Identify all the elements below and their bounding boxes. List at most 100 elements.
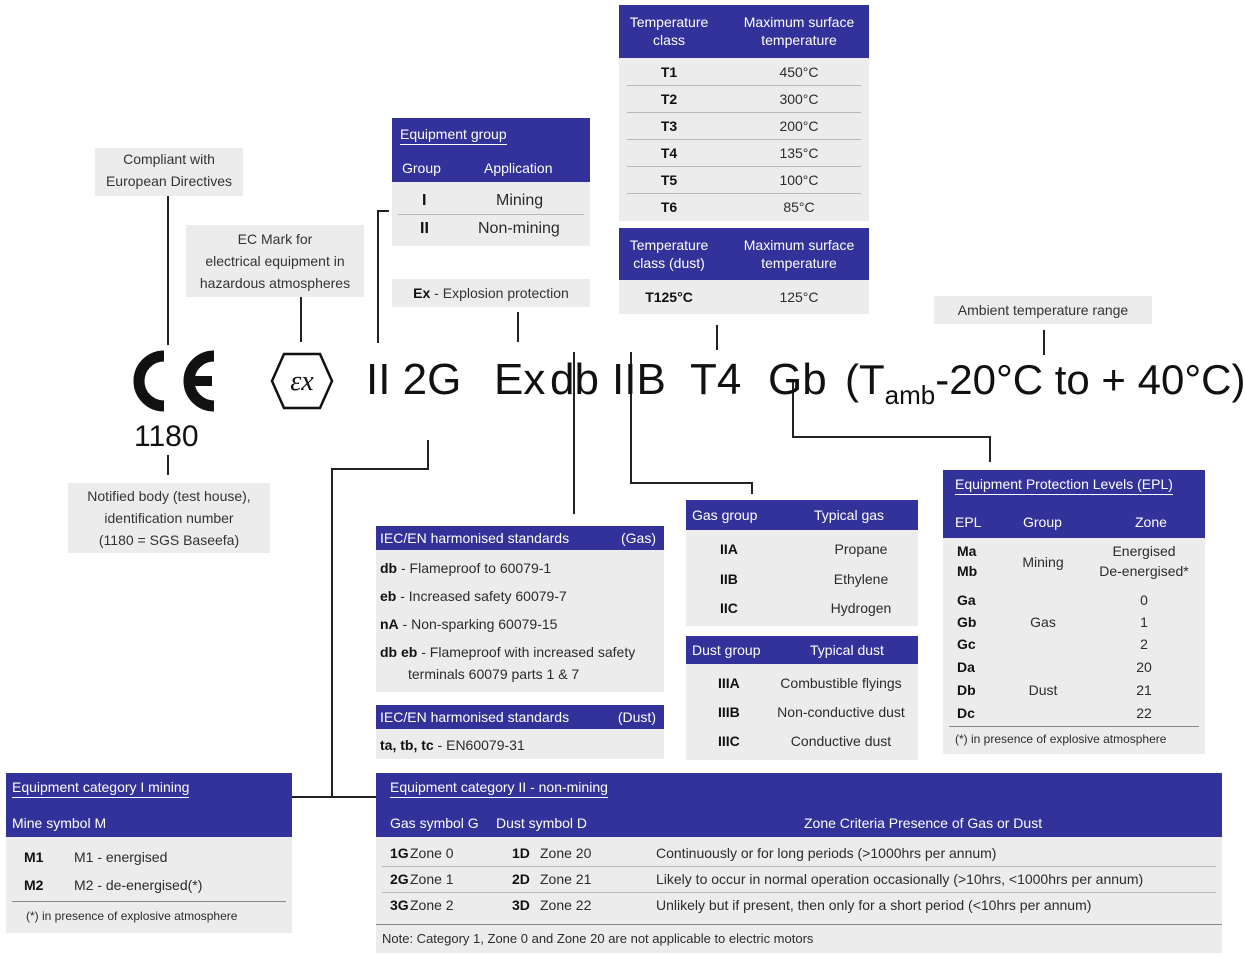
cat2-gas-zone: Zone 0: [410, 845, 454, 861]
connector-gb: [792, 380, 794, 438]
gas-group-col1: Gas group: [692, 507, 758, 523]
cat1-subtitle: Mine symbol M: [12, 815, 107, 831]
typical-gas-cell: Ethylene: [833, 571, 889, 587]
temp-value-cell: 200°C: [779, 118, 819, 134]
group-cell: II: [420, 220, 429, 237]
epl-cell: Dc: [957, 705, 975, 721]
marking-category: II 2G: [366, 355, 462, 404]
iec-gas-row-cont: terminals 60079 parts 1 & 7: [408, 666, 580, 682]
temp-value-cell: 300°C: [779, 91, 819, 107]
iec-gas-tag: (Gas): [621, 530, 656, 546]
iec-dust-table: IEC/EN harmonised standards (Dust) ta, t…: [376, 705, 664, 759]
equipment-group-table: Equipment group Group Application I Mini…: [392, 118, 590, 246]
category-2-table: Equipment category II - non-mining Gas s…: [376, 773, 1222, 953]
marking-epl: Gb: [768, 355, 827, 404]
cat1-symbol: M2: [24, 877, 44, 893]
cat2-col-dust: Dust symbol D: [496, 815, 588, 831]
ambient-label: Ambient temperature range: [934, 296, 1152, 324]
typical-gas-cell: Propane: [834, 541, 888, 557]
epl-zone-cell: Energised: [1112, 543, 1176, 559]
epl-group-cell: Mining: [1022, 554, 1064, 570]
temp-dust-col1: Temperature class (dust): [629, 237, 709, 271]
cat1-title: Equipment category I mining: [12, 779, 190, 798]
dust-group-cell: IIIA: [718, 675, 740, 691]
connector-db: [573, 352, 575, 514]
connector-gb-h: [792, 436, 991, 438]
cat2-gas-symbol: 1G: [390, 845, 409, 861]
temp-class-cell: T5: [660, 172, 678, 188]
iec-gas-title: IEC/EN harmonised standards: [380, 530, 570, 546]
connector-ce-number: [167, 455, 169, 475]
connector-ce: [167, 195, 169, 345]
cat1-symbol: M1: [24, 849, 44, 865]
temperature-class-table: Temperature class Maximum surface temper…: [619, 5, 869, 221]
application-cell: Mining: [496, 192, 544, 209]
iec-gas-row: db - Flameproof to 60079-1: [380, 560, 552, 576]
group-cell: I: [422, 192, 427, 209]
cat2-criteria: Unlikely but if present, then only for a…: [656, 897, 1092, 913]
row-separator: [627, 85, 861, 86]
connector-iib-h: [630, 482, 753, 484]
temperature-dust-table: Temperature class (dust) Maximum surface…: [619, 228, 869, 314]
temp-class-cell: T3: [660, 118, 678, 134]
cat2-dust-symbol: 3D: [512, 897, 530, 913]
temp-class-cell: T2: [660, 91, 678, 107]
temp-class-cell: T1: [660, 64, 678, 80]
dust-group-table: Dust group Typical dust IIIA Combustible…: [686, 636, 918, 760]
connector-group: [377, 210, 379, 343]
cat2-criteria: Continuously or for long periods (>1000h…: [656, 845, 997, 861]
connector-ex-mark: [300, 297, 302, 342]
epl-zone-cell: 0: [1140, 592, 1148, 608]
equipment-group-title: Equipment group: [400, 126, 507, 145]
epl-table: Equipment Protection Levels (EPL) EPL Gr…: [943, 470, 1205, 754]
cat2-criteria: Likely to occur in normal operation occa…: [656, 871, 1144, 887]
connector-t4: [716, 325, 718, 350]
gas-group-col2: Typical gas: [814, 507, 885, 523]
category-1-table: Equipment category I mining Mine symbol …: [6, 773, 292, 933]
connector-category: [427, 440, 429, 470]
connector-iib-v: [751, 482, 753, 494]
cat2-gas-zone: Zone 1: [410, 871, 454, 887]
gas-group-cell: IIA: [720, 541, 738, 557]
epl-col1: EPL: [955, 514, 982, 530]
epl-zone-cell: 2: [1140, 636, 1148, 652]
row-separator: [627, 112, 861, 113]
cat2-dust-zone: Zone 20: [540, 845, 592, 861]
row-separator: [627, 166, 861, 167]
temp-value-cell: 100°C: [779, 172, 819, 188]
epl-note: (*) in presence of explosive atmosphere: [955, 732, 1167, 746]
cat2-gas-symbol: 3G: [390, 897, 409, 913]
temp-dust-value-cell: 125°C: [779, 289, 819, 305]
iec-gas-table: IEC/EN harmonised standards (Gas) db - F…: [376, 526, 664, 692]
marking-gas-group: IIB: [612, 355, 666, 404]
iec-dust-title: IEC/EN harmonised standards: [380, 709, 570, 725]
epl-cell: Db: [957, 682, 976, 698]
cat2-title: Equipment category II - non-mining: [390, 779, 608, 798]
ce-number: 1180: [134, 420, 199, 453]
dust-group-col1: Dust group: [692, 642, 761, 658]
epl-col2: Group: [1023, 514, 1062, 530]
application-cell: Non-mining: [478, 220, 560, 237]
epl-col3: Zone: [1135, 514, 1167, 530]
row-separator: [382, 892, 1216, 893]
gas-group-table: Gas group Typical gas IIA Propane IIB Et…: [686, 500, 918, 626]
typical-gas-cell: Hydrogen: [830, 600, 892, 616]
cat2-dust-zone: Zone 22: [540, 897, 592, 913]
ce-description: Compliant with European Directives: [95, 148, 243, 196]
ex-mark-description: EC Mark for electrical equipment in haza…: [186, 225, 364, 297]
row-separator: [627, 139, 861, 140]
cat2-dust-zone: Zone 21: [540, 871, 592, 887]
epl-cell: Mb: [957, 563, 978, 579]
cat2-col-gas: Gas symbol G: [390, 815, 479, 831]
typical-dust-cell: Non-conductive dust: [777, 704, 905, 720]
epl-title: Equipment Protection Levels (EPL): [955, 476, 1173, 495]
temp-dust-class-cell: T125°C: [645, 289, 693, 305]
marking-ex: Ex: [494, 355, 546, 404]
row-separator: [627, 193, 861, 194]
connector-group-h: [377, 210, 389, 212]
cat1-note: (*) in presence of explosive atmosphere: [26, 909, 238, 923]
equipment-group-col1: Group: [402, 160, 441, 176]
marking-db: db: [550, 355, 599, 404]
epl-cell: Gc: [957, 636, 976, 652]
epl-cell: Da: [957, 659, 975, 675]
